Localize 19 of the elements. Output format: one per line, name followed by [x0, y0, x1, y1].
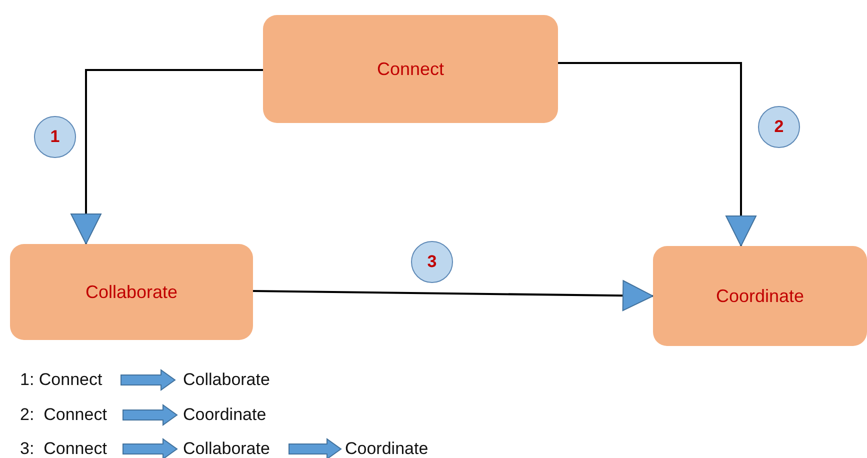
node-label: Collaborate	[85, 282, 178, 302]
arrow	[558, 62, 756, 246]
legend-text: Collaborate	[183, 370, 270, 390]
node-label: Coordinate	[716, 286, 804, 306]
legend-text: Collaborate	[183, 439, 270, 458]
process-box	[263, 15, 558, 123]
node-label: Connect	[376, 58, 444, 80]
step-number-badge: 3	[411, 241, 453, 283]
arrow	[70, 69, 263, 244]
arrow	[252, 280, 654, 312]
process-box	[10, 244, 253, 340]
legend-text: Coordinate	[183, 405, 266, 425]
process-box	[653, 246, 867, 346]
step-number-badge: 2	[758, 106, 800, 148]
legend-text: 2: Connect	[20, 405, 107, 425]
legend-text: 1: Connect	[20, 370, 102, 390]
step-number-badge: 1	[34, 116, 76, 158]
legend-text: 3: Connect	[20, 439, 107, 458]
legend-text: Coordinate	[345, 439, 428, 458]
